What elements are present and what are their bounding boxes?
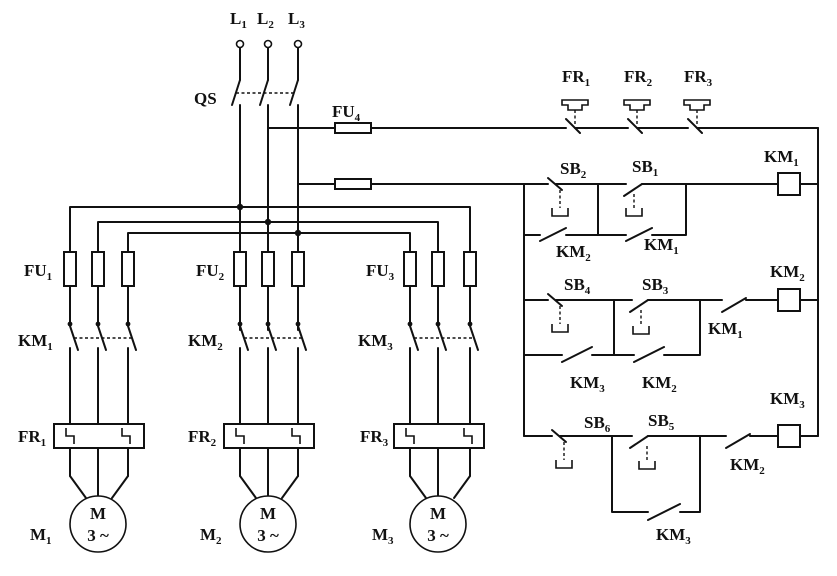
fr-nc-contacts bbox=[559, 99, 819, 134]
label-l2: L2 bbox=[257, 9, 274, 31]
fuse-ctl2 bbox=[334, 178, 372, 190]
label-fr2-ctl: FR2 bbox=[624, 67, 653, 89]
label-km2-hold1: KM2 bbox=[556, 242, 591, 264]
label-sb5: SB5 bbox=[648, 411, 675, 433]
label-sb1: SB1 bbox=[632, 157, 658, 179]
label-sb3: SB3 bbox=[642, 275, 669, 297]
label-km1-coil: KM1 bbox=[764, 147, 799, 169]
distribution-bus bbox=[69, 206, 471, 253]
label-qs: QS bbox=[194, 89, 217, 108]
label-km1-hold1: KM1 bbox=[644, 235, 679, 257]
label-fu3: FU3 bbox=[366, 261, 395, 283]
motor-m2 bbox=[239, 495, 297, 553]
label-m2: M2 bbox=[200, 525, 222, 547]
label-km3-hold2: KM3 bbox=[570, 373, 605, 395]
motor-m3 bbox=[409, 495, 467, 553]
label-km1-inter: KM1 bbox=[708, 319, 743, 341]
motor-m2-phase: 3 ~ bbox=[257, 526, 279, 545]
km2-coil bbox=[777, 288, 801, 312]
fu4-fuse bbox=[334, 122, 372, 134]
label-fr1-ctl: FR1 bbox=[562, 67, 590, 89]
label-km2-coil: KM2 bbox=[770, 262, 805, 284]
rung-km1 bbox=[523, 172, 819, 242]
motor-branch-3 bbox=[393, 251, 485, 553]
label-sb2: SB2 bbox=[560, 159, 587, 181]
label-km2-inter: KM2 bbox=[730, 455, 765, 477]
label-sb4: SB4 bbox=[564, 275, 591, 297]
label-fu4: FU4 bbox=[332, 102, 361, 124]
label-fr3-ctl: FR3 bbox=[684, 67, 713, 89]
motor-m3-symbol: M bbox=[430, 504, 446, 523]
control-supply bbox=[267, 99, 819, 437]
label-fr1-main: FR1 bbox=[18, 427, 46, 449]
label-sb6: SB6 bbox=[584, 413, 611, 435]
label-fr3-main: FR3 bbox=[360, 427, 389, 449]
label-km3-main: KM3 bbox=[358, 331, 393, 353]
label-km3-hold3: KM3 bbox=[656, 525, 691, 547]
label-l1: L1 bbox=[230, 9, 247, 31]
qs-switch bbox=[231, 79, 299, 106]
label-fu2: FU2 bbox=[196, 261, 225, 283]
rung-km2 bbox=[523, 288, 819, 363]
label-km2-main: KM2 bbox=[188, 331, 223, 353]
km1-coil bbox=[777, 172, 801, 196]
motor-m1 bbox=[69, 495, 127, 553]
motor-m3-phase: 3 ~ bbox=[427, 526, 449, 545]
km3-coil bbox=[777, 424, 801, 448]
label-fu1: FU1 bbox=[24, 261, 52, 283]
motor-m2-symbol: M bbox=[260, 504, 276, 523]
label-km3-coil: KM3 bbox=[770, 389, 805, 411]
motor-branch-2 bbox=[223, 251, 315, 553]
rung-km3 bbox=[523, 424, 819, 521]
motor-m1-phase: 3 ~ bbox=[87, 526, 109, 545]
label-fr2-main: FR2 bbox=[188, 427, 217, 449]
label-m1: M1 bbox=[30, 525, 52, 547]
label-l3: L3 bbox=[288, 9, 305, 31]
label-km2-hold2: KM2 bbox=[642, 373, 677, 395]
motor-m1-symbol: M bbox=[90, 504, 106, 523]
label-km1-main: KM1 bbox=[18, 331, 53, 353]
label-m3: M3 bbox=[372, 525, 394, 547]
motor-branch-1 bbox=[53, 251, 145, 553]
